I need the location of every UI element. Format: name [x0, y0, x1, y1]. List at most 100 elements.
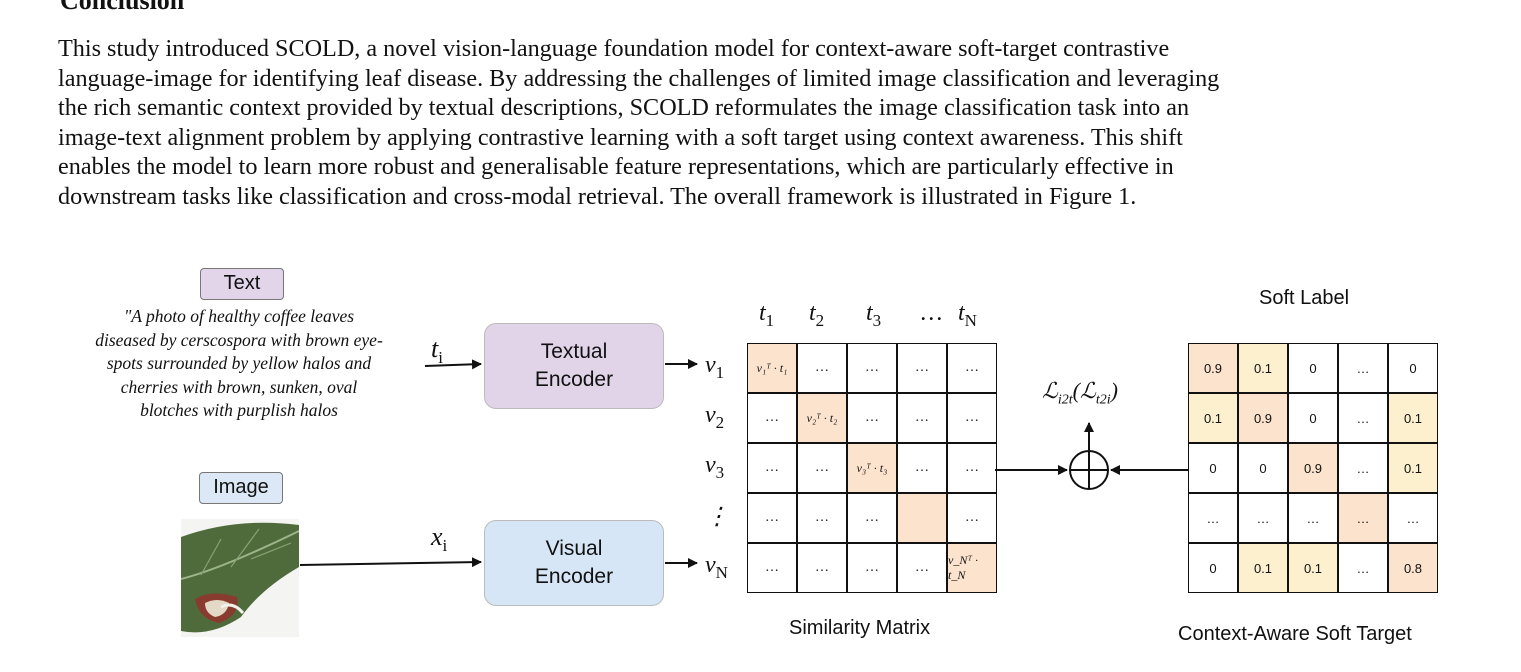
similarity-cell: …	[947, 493, 997, 543]
soft-label-cell: 0.1	[1288, 543, 1338, 593]
similarity-cell: …	[847, 343, 897, 393]
similarity-cell: …	[747, 443, 797, 493]
soft-target-title: Context-Aware Soft Target	[1178, 623, 1412, 645]
soft-label-cell: 0.9	[1238, 393, 1288, 443]
row-header-sub: 1	[715, 362, 725, 382]
row-header-sub: 2	[715, 412, 725, 432]
similarity-diagonal-cell: v₁ᵀ · t₁	[747, 343, 797, 393]
row-header: ⋮	[705, 504, 729, 530]
caption-line: diseased by cerscospora with brown eye-	[95, 329, 383, 350]
visual-encoder-label: Visual	[545, 537, 603, 560]
similarity-cell: …	[797, 493, 847, 543]
row-header: vN	[705, 552, 728, 582]
similarity-cell: …	[847, 493, 897, 543]
soft-label-cell: …	[1338, 343, 1388, 393]
loss-mid: (ℒ	[1072, 378, 1096, 403]
column-header: t2	[809, 300, 825, 330]
caption-line: cherries with brown, sunken, oval	[120, 376, 358, 397]
row-header-sub: 3	[715, 462, 725, 482]
x-i-sub: i	[442, 536, 448, 556]
column-header-sub: 1	[765, 310, 775, 330]
soft-label-cell: 0.1	[1388, 393, 1438, 443]
similarity-cell: …	[847, 543, 897, 593]
similarity-cell: …	[797, 443, 847, 493]
t-i-base: t	[431, 334, 439, 363]
paragraph-line: the rich semantic context provided by te…	[58, 94, 1190, 122]
similarity-cell: …	[947, 343, 997, 393]
similarity-cell: …	[897, 443, 947, 493]
column-header-sub: 3	[872, 310, 882, 330]
soft-label-title: Soft Label	[1259, 287, 1350, 309]
similarity-cell: …	[947, 393, 997, 443]
soft-label-cell: …	[1288, 493, 1338, 543]
soft-label-cell: 0.9	[1288, 443, 1338, 493]
similarity-cell: …	[797, 343, 847, 393]
textual-encoder-label: Textual	[540, 340, 608, 363]
similarity-cell: …	[897, 543, 947, 593]
similarity-diagonal-cell: v₂ᵀ · t₂	[797, 393, 847, 443]
t-i-sub: i	[438, 348, 443, 368]
loss-label: ℒi2t(ℒt2i)	[1042, 378, 1118, 408]
soft-label-cell: 0.8	[1388, 543, 1438, 593]
soft-label-cell: 0	[1288, 393, 1338, 443]
similarity-diagonal-cell: v_Nᵀ · t_N	[947, 543, 997, 593]
row-header: v1	[705, 352, 725, 382]
similarity-cell: …	[747, 493, 797, 543]
column-header-sub: 2	[815, 310, 825, 330]
similarity-diagonal-cell	[897, 493, 947, 543]
soft-label-cell: 0.9	[1188, 343, 1238, 393]
soft-label-cell: 0	[1188, 543, 1238, 593]
soft-label-cell: 0	[1188, 443, 1238, 493]
visual-encoder-label: Encoder	[534, 565, 614, 588]
paragraph-line: This study introduced SCOLD, a novel vis…	[58, 35, 1170, 62]
leaf-photo	[181, 519, 299, 637]
column-header: …	[921, 300, 943, 326]
caption-line: "A photo of healthy coffee leaves	[123, 306, 355, 326]
paragraph: This study introduced SCOLD, a novel vis…	[58, 34, 1468, 212]
soft-label-cell: 0	[1238, 443, 1288, 493]
similarity-cell: …	[797, 543, 847, 593]
similarity-cell: …	[747, 393, 797, 443]
soft-label-cell: …	[1238, 493, 1288, 543]
row-header-sub: N	[715, 562, 728, 582]
paragraph-line: language-image for identifying leaf dise…	[58, 64, 1220, 92]
row-header: v2	[705, 402, 725, 432]
soft-label-cell: 0.1	[1238, 543, 1288, 593]
soft-label-cell: …	[1338, 443, 1388, 493]
image-tag: Image	[199, 472, 283, 504]
paragraph-line: downstream tasks like classification and…	[58, 182, 1137, 210]
soft-label-cell: 0.1	[1238, 343, 1288, 393]
paragraph-line: enables the model to learn more robust a…	[58, 153, 1174, 181]
loss-sub-t2i: t2i	[1095, 392, 1111, 408]
loss-sub-i2t: i2t	[1057, 392, 1073, 408]
soft-label-cell: …	[1188, 493, 1238, 543]
soft-label-cell: …	[1388, 493, 1438, 543]
similarity-matrix-title: Similarity Matrix	[789, 617, 931, 639]
text-tag: Text	[200, 268, 284, 300]
section-heading: Conclusion	[60, 0, 185, 15]
loss-main: ℒ	[1042, 378, 1058, 403]
column-header-sub: N	[964, 310, 977, 330]
similarity-diagonal-cell: v₃ᵀ · t₃	[847, 443, 897, 493]
column-header: tN	[958, 300, 977, 330]
similarity-cell: …	[897, 343, 947, 393]
text-caption: "A photo of healthy coffee leaves diseas…	[50, 305, 428, 423]
similarity-cell: …	[847, 393, 897, 443]
row-header: v3	[705, 452, 725, 482]
similarity-cell: …	[947, 443, 997, 493]
column-header: t1	[759, 300, 775, 330]
caption-line: blotches with purplish halos	[140, 400, 338, 420]
soft-label-cell: 0	[1288, 343, 1338, 393]
textual-encoder-label: Encoder	[534, 368, 614, 391]
textual-encoder: Textual Encoder	[484, 323, 664, 409]
soft-label-cell: 0	[1388, 343, 1438, 393]
soft-label-cell: …	[1338, 493, 1388, 543]
soft-label-cell: 0.1	[1188, 393, 1238, 443]
t-i-label: ti	[431, 334, 443, 368]
soft-label-cell: …	[1338, 393, 1388, 443]
x-i-label: xi	[431, 522, 447, 556]
x-i-base: x	[431, 522, 443, 551]
loss-end: )	[1110, 378, 1118, 403]
similarity-cell: …	[897, 393, 947, 443]
